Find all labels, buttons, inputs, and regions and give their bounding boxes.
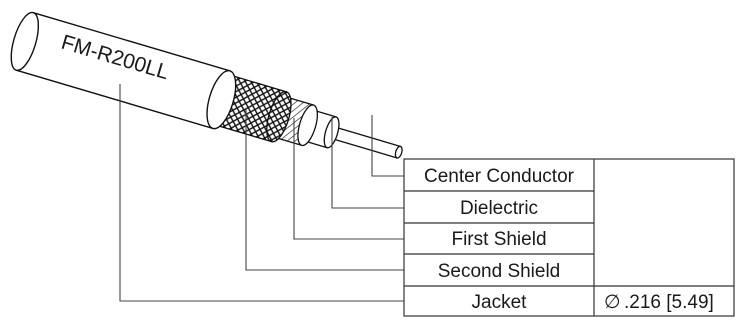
leader-second-shield: [245, 108, 404, 271]
spec-table: Center Conductor Dielectric First Shield…: [403, 158, 735, 317]
layer-label-center-conductor: Center Conductor: [424, 166, 575, 187]
leader-first-shield: [293, 118, 404, 240]
layer-label-first-shield: First Shield: [451, 229, 546, 250]
leader-lines: [119, 84, 404, 302]
jacket-diameter-value: .216 [5.49]: [624, 292, 714, 313]
jacket-part: [10, 11, 237, 130]
cable-drawing: [10, 11, 403, 159]
leader-dielectric: [331, 117, 404, 209]
layer-label-second-shield: Second Shield: [438, 261, 561, 282]
layer-label-jacket: Jacket: [472, 292, 528, 313]
center-conductor-part: [329, 125, 403, 159]
leader-jacket: [119, 84, 404, 302]
diameter-symbol: ∅: [604, 292, 621, 313]
layer-label-dielectric: Dielectric: [460, 198, 538, 219]
leader-center-conductor: [371, 115, 404, 177]
